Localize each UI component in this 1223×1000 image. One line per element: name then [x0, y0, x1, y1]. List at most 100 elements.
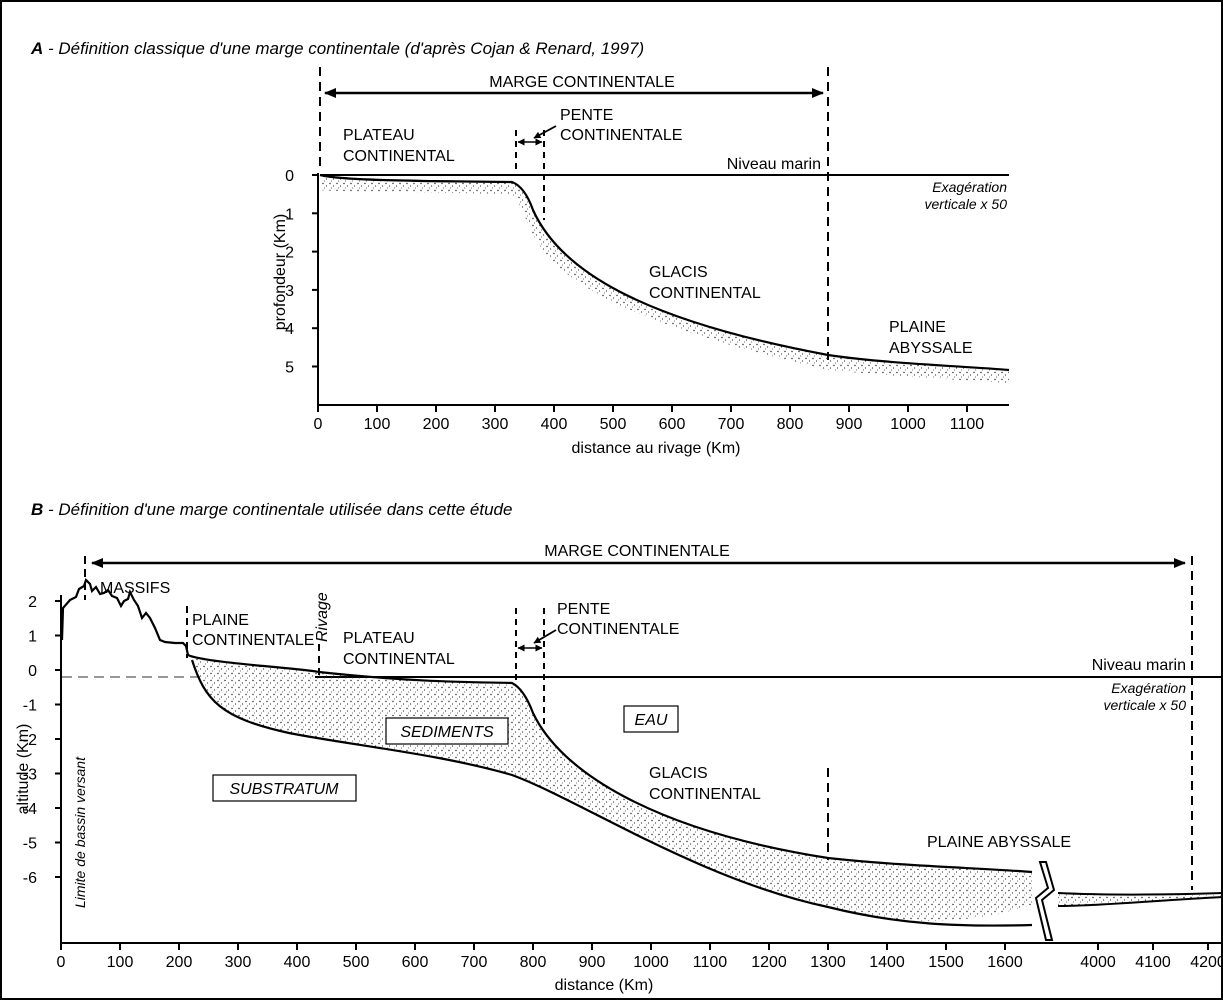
panel-b-title: B - Définition d'une marge continentale … — [31, 500, 512, 519]
panel-b-x-tick-label: 600 — [402, 954, 429, 971]
panel-b-x-tick-label: 500 — [343, 954, 370, 971]
panel-b-x-tick-label: 700 — [461, 954, 488, 971]
panel-a: A - Définition classique d'une marge con… — [30, 39, 1010, 457]
panel-b-sediments-box — [385, 717, 509, 745]
panel-a-title: A - Définition classique d'une marge con… — [30, 39, 644, 58]
panel-a-glacis-1: GLACIS — [649, 264, 708, 281]
panel-a-y-tick-label: 3 — [285, 283, 294, 300]
panel-b-margin-label: MARGE CONTINENTALE — [544, 543, 730, 560]
panel-a-plateau-1: PLATEAU — [343, 127, 415, 144]
panel-b-x-tick-label: 1500 — [928, 954, 964, 971]
panel-a-y-tick-label: 0 — [285, 168, 294, 185]
panel-b-plaine-cont-1: PLAINE — [192, 612, 249, 629]
panel-b-massifs: MASSIFS — [100, 580, 170, 597]
panel-a-x-tick-label: 0 — [314, 416, 323, 433]
panel-a-x-tick-label: 300 — [482, 416, 509, 433]
panel-a-slope-pointer — [533, 125, 557, 139]
panel-b-letter: B — [31, 500, 43, 519]
panel-a-x-tick-label: 700 — [718, 416, 745, 433]
panel-b-substratum: SUBSTRATUM — [229, 781, 339, 798]
panel-b-substratum-top — [190, 659, 1033, 927]
panel-a-y-tick-label: 5 — [285, 360, 294, 377]
panel-b-y-tick-label: -6 — [23, 870, 37, 887]
panel-b-y-tick-label: 2 — [28, 594, 37, 611]
panel-b-x-tick-label: 1100 — [693, 954, 728, 971]
panel-b-x-tick-label: 1200 — [751, 954, 787, 971]
panel-a-title-text: - Définition classique d'une marge conti… — [43, 39, 644, 58]
panel-a-x-tick-label: 800 — [777, 416, 804, 433]
panel-a-glacis-2: CONTINENTAL — [649, 285, 761, 302]
panel-b-y-tick-label: -4 — [23, 801, 37, 818]
panel-a-x-tick-label: 1100 — [950, 416, 985, 433]
panel-a-x-tick-label: 1000 — [890, 416, 926, 433]
panel-b: B - Définition d'une marge continentale … — [15, 500, 1223, 994]
panel-b-surface-profile — [60, 577, 1033, 874]
panel-b-plaine-cont-2: CONTINENTALE — [192, 632, 314, 649]
panel-b-y-tick-label: 1 — [28, 629, 37, 646]
panel-b-exag-1: Exagération — [1111, 680, 1186, 696]
panel-a-pente-1: PENTE — [560, 107, 613, 124]
panel-b-plaine-abyssale: PLAINE ABYSSALE — [927, 834, 1071, 851]
panel-b-y-ticks: 210-1-2-3-4-5-6 — [23, 594, 61, 887]
panel-b-x-tick-label: 0 — [57, 954, 66, 971]
panel-a-exag-1: Exagération — [932, 179, 1007, 195]
panel-b-y-label: altitude (Km) — [15, 724, 32, 815]
panel-b-distal-base — [1057, 896, 1223, 907]
panel-b-y-tick-label: -3 — [23, 767, 37, 784]
panel-b-rivage: Rivage — [314, 592, 331, 642]
panel-b-distal-surface — [1057, 892, 1223, 896]
panel-a-x-tick-label: 200 — [423, 416, 450, 433]
panel-a-x-tick-label: 400 — [541, 416, 568, 433]
panel-a-plateau-2: CONTINENTAL — [343, 148, 455, 165]
panel-b-distal-sediment — [1058, 893, 1223, 906]
panel-b-x-tick-label: 200 — [166, 954, 193, 971]
panel-b-y-tick-label: 0 — [28, 663, 37, 680]
panel-b-substratum-box — [212, 774, 357, 802]
panel-b-pente-2: CONTINENTALE — [557, 621, 679, 638]
panel-a-x-tick-label: 600 — [659, 416, 686, 433]
panel-a-exag-2: verticale x 50 — [925, 196, 1008, 212]
panel-a-plaine-2: ABYSSALE — [889, 340, 973, 357]
panel-b-x-tick-label: 300 — [225, 954, 252, 971]
panel-b-x-label: distance (Km) — [555, 977, 654, 994]
panel-b-exag-2: verticale x 50 — [1104, 697, 1187, 713]
panel-b-x-tick-label: 900 — [579, 954, 606, 971]
panel-a-y-tick-label: 4 — [285, 321, 294, 338]
panel-b-y-tick-label: -5 — [23, 836, 37, 853]
panel-b-x-tick-label: 1300 — [810, 954, 846, 971]
panel-a-y-tick-label: 1 — [285, 206, 294, 223]
panel-b-plateau-1: PLATEAU — [343, 630, 415, 647]
panel-a-letter: A — [30, 39, 43, 58]
panel-b-basin-limit-label: Limite de bassin versant — [72, 756, 88, 908]
panel-b-axis-break — [1034, 861, 1056, 941]
panel-b-glacis-1: GLACIS — [649, 765, 708, 782]
panel-b-sea-level-label: Niveau marin — [1092, 657, 1186, 674]
panel-b-y-tick-label: -2 — [23, 732, 37, 749]
panel-b-sediments: SEDIMENTS — [400, 724, 494, 741]
panel-a-x-tick-label: 900 — [836, 416, 863, 433]
panel-b-x-tick-label: 4100 — [1135, 954, 1171, 971]
panel-a-pente-2: CONTINENTALE — [560, 127, 682, 144]
panel-b-eau: EAU — [635, 712, 668, 729]
panel-b-x-tick-label: 100 — [107, 954, 134, 971]
panel-a-y-label: profondeur (Km) — [272, 214, 289, 331]
panel-b-x-tick-label: 4200 — [1190, 954, 1223, 971]
panel-a-x-label: distance au rivage (Km) — [572, 440, 741, 457]
panel-a-margin-label: MARGE CONTINENTALE — [489, 74, 675, 91]
panel-a-y-ticks: 0 1 2 3 4 5 — [285, 168, 318, 377]
panel-b-eau-box — [623, 705, 679, 733]
panel-a-seafloor-profile — [319, 173, 1010, 372]
panel-b-x-tick-label: 1400 — [869, 954, 905, 971]
panel-b-x-tick-label: 1600 — [987, 954, 1023, 971]
panel-b-x-tick-label: 4000 — [1080, 954, 1116, 971]
panel-b-x-tick-label: 400 — [284, 954, 311, 971]
panel-a-y-tick-label: 2 — [285, 245, 294, 262]
panel-a-x-tick-label: 100 — [364, 416, 391, 433]
panel-b-title-text: - Définition d'une marge continentale ut… — [43, 500, 512, 519]
panel-b-x-tick-label: 800 — [520, 954, 547, 971]
panel-b-pente-1: PENTE — [557, 601, 610, 618]
